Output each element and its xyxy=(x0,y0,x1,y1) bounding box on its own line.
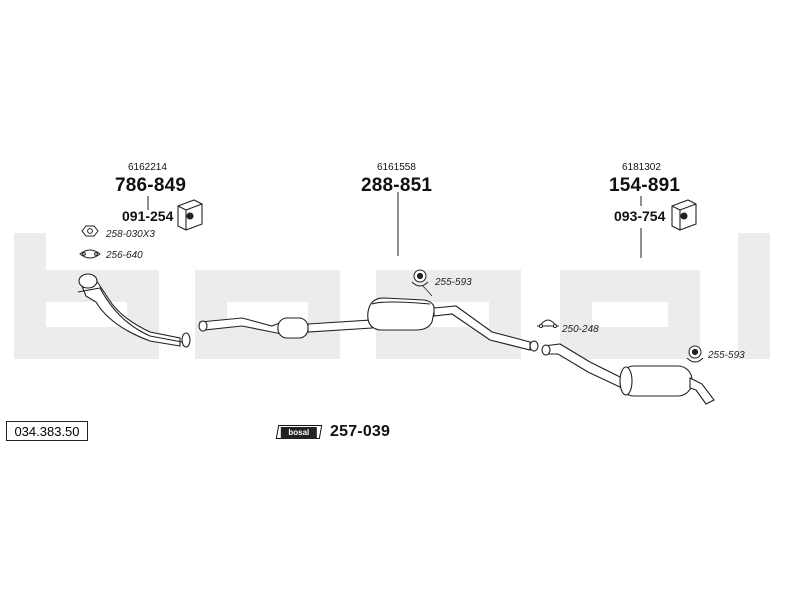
oe-reference: 6162214 xyxy=(128,162,167,173)
catalog-number-box: 034.383.50 xyxy=(6,421,88,441)
oe-reference: 6181302 xyxy=(622,162,661,173)
bosal-logo-icon: bosal xyxy=(275,425,323,439)
part-number-main[interactable]: 154-891 xyxy=(609,175,681,196)
part-number-bracket[interactable]: 091-254 xyxy=(122,208,174,224)
gasket-icon xyxy=(79,249,101,259)
rubber-mount-icon xyxy=(411,269,429,287)
kit-badge-text: bosal xyxy=(280,427,317,439)
part-number-main[interactable]: 288-851 xyxy=(361,175,433,196)
part-number-main[interactable]: 786-849 xyxy=(115,175,187,196)
bracket-icon xyxy=(671,199,697,231)
front-pipe-icon xyxy=(77,273,191,348)
part-number-bracket[interactable]: 093-754 xyxy=(614,208,666,224)
rubber-mount-icon xyxy=(686,345,704,363)
kit-number[interactable]: 257-039 xyxy=(330,423,391,440)
oe-reference: 6161558 xyxy=(377,162,416,173)
centre-silencer-icon xyxy=(367,297,539,352)
clamp-icon xyxy=(537,319,559,329)
bracket-icon xyxy=(177,199,203,231)
gasket-label[interactable]: 256-640 xyxy=(106,250,143,261)
rubber-mount-label[interactable]: 255-593 xyxy=(708,350,745,361)
leader-lines xyxy=(147,192,642,258)
intermediate-pipe-icon xyxy=(198,317,373,339)
nut-icon xyxy=(81,225,99,237)
bosal-watermark xyxy=(14,233,770,359)
clamp-label[interactable]: 250-248 xyxy=(562,324,599,335)
nut-label[interactable]: 258-030X3 xyxy=(106,229,155,240)
rubber-mount-label[interactable]: 255-593 xyxy=(435,277,472,288)
rear-silencer-icon xyxy=(541,343,715,405)
